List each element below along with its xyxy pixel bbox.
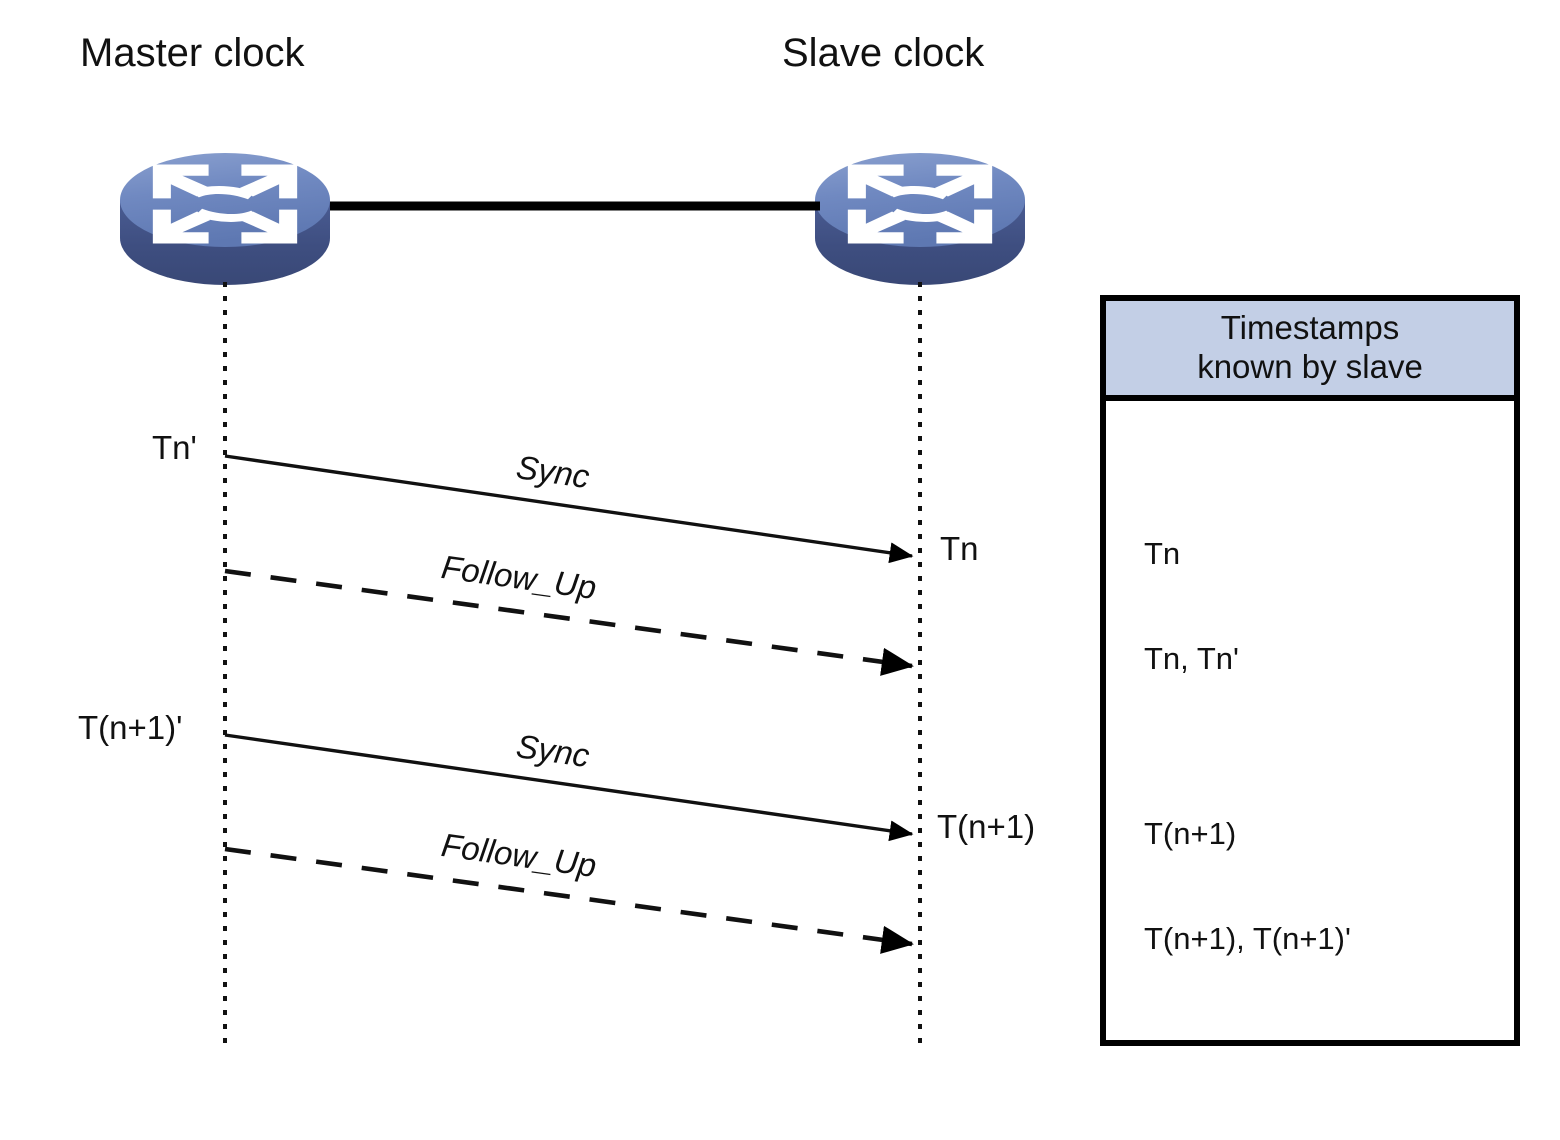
table-header-line-2: known by slave xyxy=(1197,348,1423,385)
timestamp-label-tnplus1: T(n+1) xyxy=(937,808,1036,845)
timestamps-known-by-slave-table: Timestamps known by slave Tn Tn, Tn' T(n… xyxy=(1100,295,1520,1046)
table-header-line-1: Timestamps xyxy=(1220,309,1400,347)
table-body: Tn Tn, Tn' T(n+1) T(n+1), T(n+1)' xyxy=(1106,401,1514,1140)
message-arrow-sync-1 xyxy=(224,454,914,564)
timestamp-label-tn-prime: Tn' xyxy=(152,429,197,466)
table-row: Tn, Tn' xyxy=(1144,641,1239,676)
message-arrow-follow-up-1 xyxy=(224,568,914,676)
slave-clock-node[interactable] xyxy=(815,153,1025,285)
table-row: T(n+1) xyxy=(1144,816,1237,851)
slave-clock-title: Slave clock xyxy=(782,31,985,75)
diagram-canvas: Master clock Slave clock Tn' T(n+1)' Tn … xyxy=(78,31,1520,1050)
table-row: Tn xyxy=(1144,536,1181,571)
master-clock-node[interactable] xyxy=(120,153,330,285)
timestamp-label-tn: Tn xyxy=(940,530,979,567)
table-header: Timestamps known by slave xyxy=(1106,301,1514,401)
table-row: T(n+1), T(n+1)' xyxy=(1144,921,1351,956)
message-arrow-follow-up-2 xyxy=(224,846,914,954)
master-clock-title: Master clock xyxy=(80,31,305,75)
timestamp-label-tnplus1-prime: T(n+1)' xyxy=(78,709,183,746)
message-arrow-sync-2 xyxy=(224,733,914,842)
ptp-sequence-diagram-svg xyxy=(120,153,1025,1050)
